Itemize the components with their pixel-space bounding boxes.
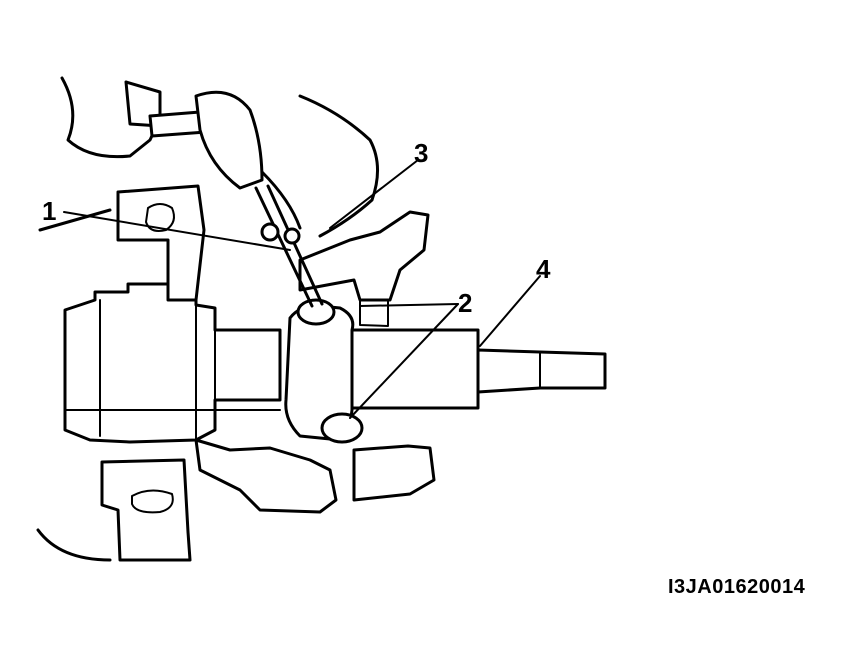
column-housing bbox=[63, 282, 282, 444]
callout-leaders bbox=[63, 159, 541, 419]
callout-4: 4 bbox=[536, 254, 551, 284]
leader-4 bbox=[479, 275, 541, 347]
punch-tool bbox=[254, 184, 324, 308]
callout-2: 2 bbox=[458, 288, 472, 318]
callout-1: 1 bbox=[42, 196, 56, 226]
hand-upper-left bbox=[60, 76, 162, 159]
upper-bracket bbox=[116, 184, 206, 302]
edge-line bbox=[36, 528, 112, 562]
lower-fitting bbox=[352, 444, 436, 502]
leader-2b bbox=[349, 303, 459, 419]
figure-code: I3JA01620014 bbox=[668, 576, 806, 598]
leader-2a bbox=[359, 303, 459, 307]
leader-3 bbox=[329, 159, 419, 229]
upper-fitting bbox=[298, 210, 430, 327]
leader-1 bbox=[63, 211, 291, 251]
hand-right bbox=[260, 94, 379, 238]
steering-shaft bbox=[348, 328, 607, 410]
clamp-body bbox=[284, 298, 364, 444]
lower-bracket bbox=[100, 458, 192, 562]
edge-line bbox=[38, 208, 112, 232]
hand-upper bbox=[194, 90, 264, 190]
lower-mechanism bbox=[194, 438, 338, 514]
callout-3: 3 bbox=[414, 138, 428, 168]
